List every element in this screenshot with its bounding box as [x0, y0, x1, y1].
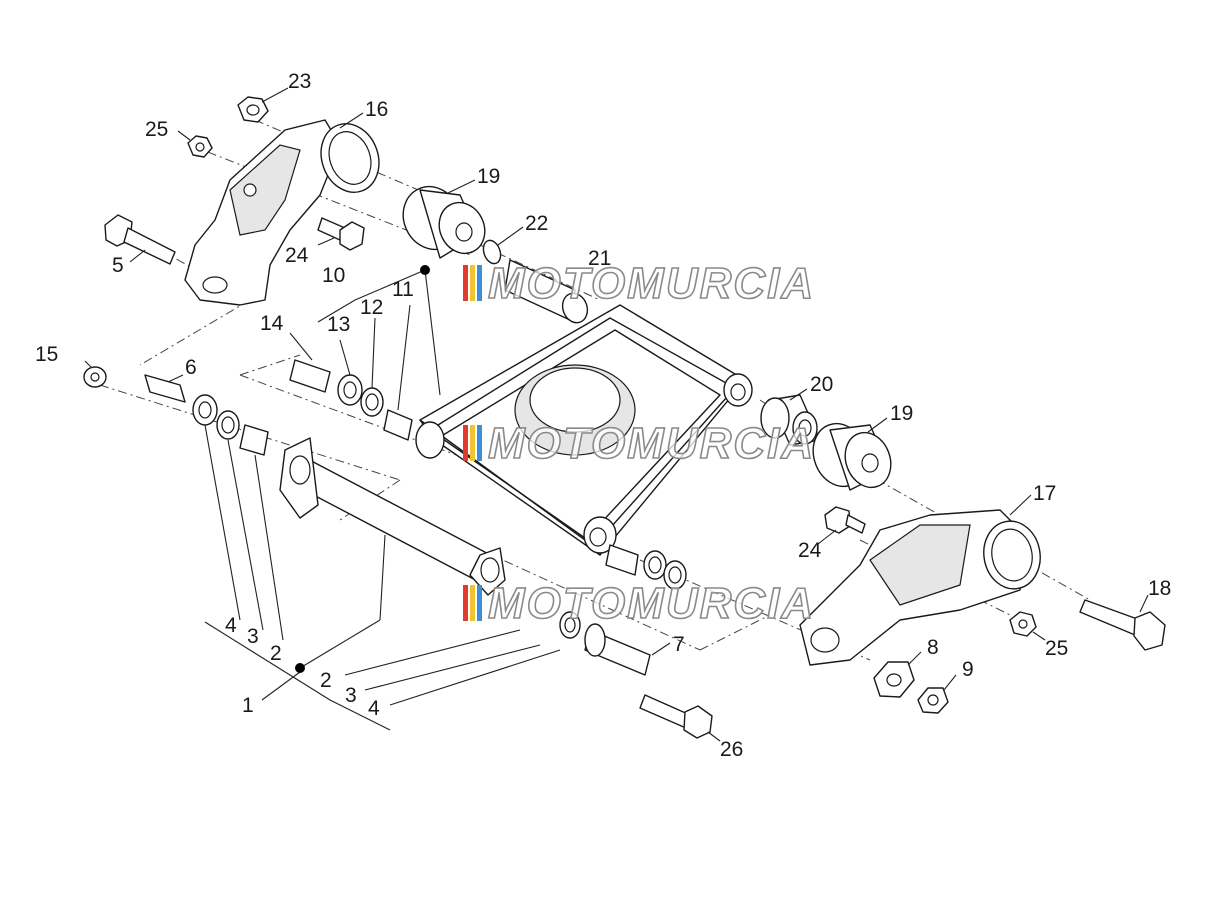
callout-17: 17 [1033, 482, 1056, 505]
bearing-stack-lower [559, 544, 687, 639]
callout-10: 10 [322, 264, 345, 287]
callout-24-upper: 24 [285, 244, 309, 267]
reference-dot-lower [295, 663, 305, 673]
callout-16: 16 [365, 98, 388, 121]
callout-7: 7 [673, 633, 685, 656]
callout-23: 23 [288, 70, 311, 93]
bearing-stack-left [83, 366, 269, 456]
watermark-top: MOTOMURCIA [463, 258, 815, 309]
callout-20: 20 [810, 373, 833, 396]
callout-26: 26 [720, 738, 743, 761]
callout-4-lower: 4 [368, 697, 380, 720]
watermark-text: MOTOMURCIA [488, 419, 815, 468]
callout-2-lower: 2 [320, 669, 332, 692]
silent-block-19-upper [402, 185, 486, 259]
callout-3-upper: 3 [247, 625, 259, 648]
bearing-stack-upper [289, 359, 413, 441]
callout-24-lower: 24 [798, 539, 822, 562]
bolt-18 [1079, 599, 1166, 651]
callout-22: 22 [525, 212, 548, 235]
callout-18: 18 [1148, 577, 1171, 600]
engine-bracket-left [184, 119, 380, 306]
callout-6: 6 [185, 356, 197, 379]
pivot-shaft-1 [279, 437, 506, 596]
callout-9: 9 [962, 658, 974, 681]
bolt-24-upper [317, 217, 365, 251]
callout-11: 11 [392, 278, 414, 301]
callout-5: 5 [112, 254, 124, 277]
nut-25-lower [1009, 611, 1037, 637]
callout-25-lower: 25 [1045, 637, 1068, 660]
circlip-22 [482, 239, 502, 265]
nut-8 [873, 661, 915, 698]
screw-26 [639, 694, 713, 739]
threaded-pin-7 [584, 623, 651, 676]
callout-3-lower: 3 [345, 684, 357, 707]
callout-1: 1 [242, 694, 254, 717]
watermark-middle: MOTOMURCIA [463, 418, 815, 469]
nut-25-upper [187, 135, 213, 158]
callout-13: 13 [327, 313, 350, 336]
leader-lines [84, 87, 1149, 742]
sleeve-20 [760, 394, 821, 446]
bolt-24-lower [824, 506, 866, 534]
watermark-text: MOTOMURCIA [488, 259, 815, 308]
callout-2-upper: 2 [270, 642, 282, 665]
callout-19-lower: 19 [890, 402, 913, 425]
nut-9 [917, 687, 949, 714]
bolt-5 [104, 214, 176, 265]
spacer-21 [504, 259, 589, 324]
nut-23 [237, 96, 269, 123]
silent-block-19-lower [812, 422, 892, 491]
engine-bracket-right [799, 509, 1041, 666]
callout-12: 12 [360, 296, 383, 319]
callout-8: 8 [927, 636, 939, 659]
callout-4-upper: 4 [225, 614, 237, 637]
callout-labels: 23 25 16 19 22 21 5 24 10 11 12 13 14 15… [35, 70, 1171, 761]
callout-19-upper: 19 [477, 165, 500, 188]
callout-15: 15 [35, 343, 58, 366]
callout-21: 21 [588, 247, 611, 270]
watermark-text: MOTOMURCIA [488, 579, 815, 628]
watermark-bottom: MOTOMURCIA [463, 578, 815, 629]
callout-25-upper: 25 [145, 118, 168, 141]
reference-dot-upper [420, 265, 430, 275]
callout-14: 14 [260, 312, 284, 335]
